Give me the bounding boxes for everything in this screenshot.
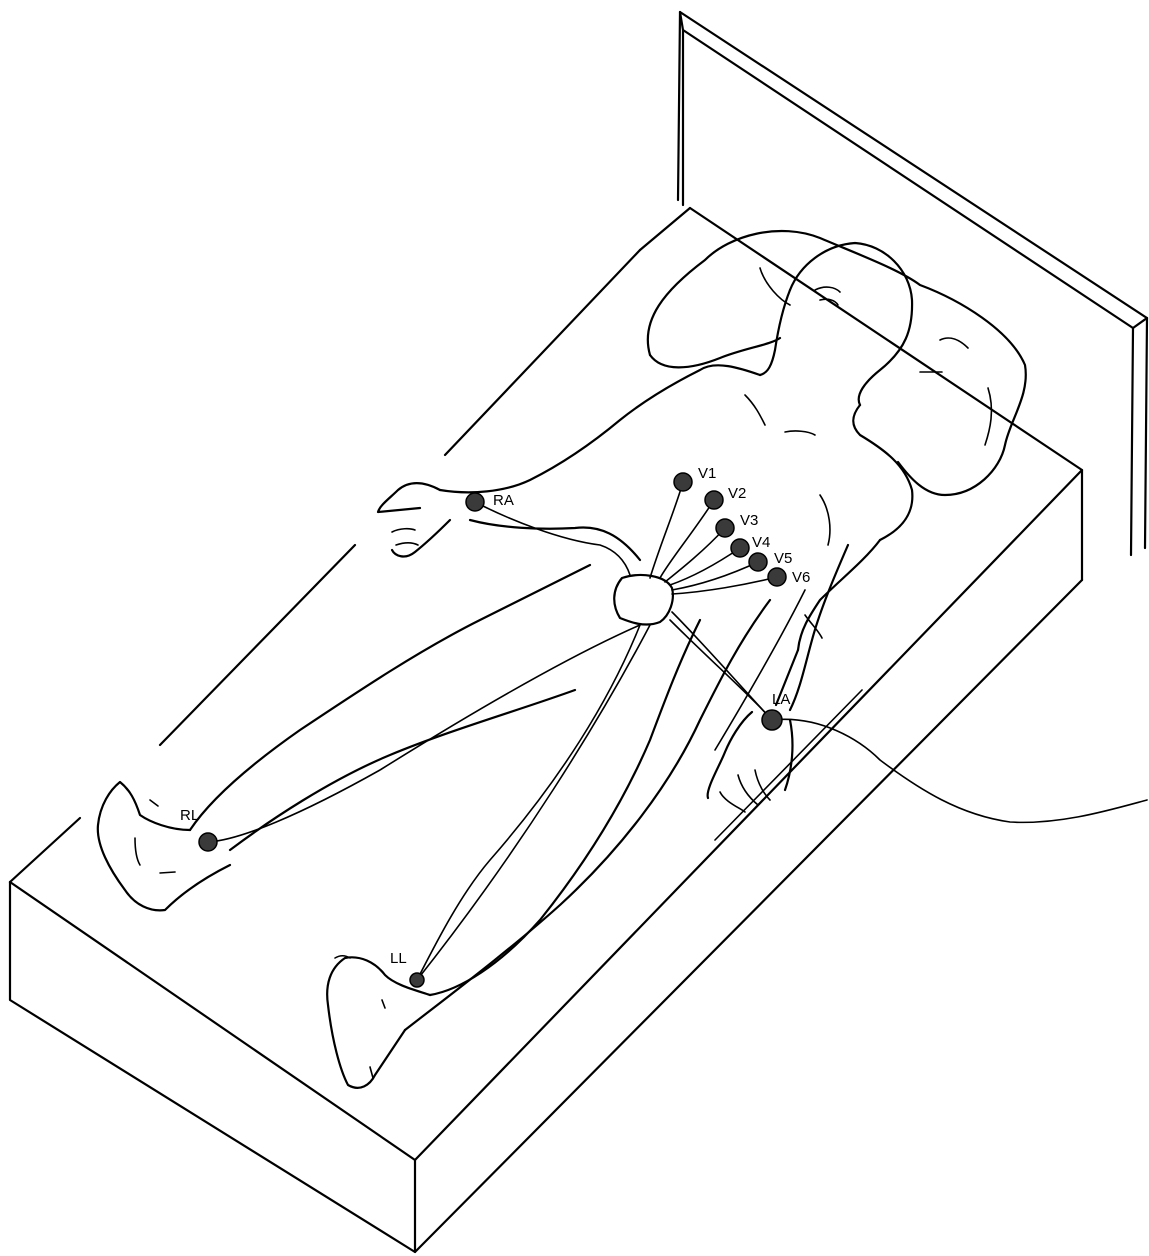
lead-junction-box <box>613 573 674 626</box>
electrode-v1 <box>673 472 693 492</box>
electrode-ra <box>465 492 485 512</box>
electrode-v5 <box>748 552 768 572</box>
label-v5: V5 <box>774 550 792 567</box>
patient-body <box>96 241 914 1089</box>
label-v4: V4 <box>752 534 770 551</box>
electrode-v2 <box>704 490 724 510</box>
label-ra: RA <box>493 492 514 509</box>
electrode-la <box>761 709 783 731</box>
label-v1: V1 <box>698 465 716 482</box>
mattress <box>8 206 1084 1254</box>
headboard <box>676 10 1149 557</box>
label-v2: V2 <box>728 485 746 502</box>
electrode-v6 <box>767 567 787 587</box>
electrode-ll <box>409 972 425 988</box>
electrode-labels: RA V1 V2 V3 V4 V5 V6 LA RL LL <box>180 465 810 967</box>
label-la: LA <box>772 691 790 708</box>
pillow <box>646 229 1027 497</box>
label-ll: LL <box>390 950 407 967</box>
electrode-v3 <box>715 518 735 538</box>
label-rl: RL <box>180 807 199 824</box>
label-v6: V6 <box>792 569 810 586</box>
lead-wires <box>207 481 1148 981</box>
electrode-v4 <box>730 538 750 558</box>
label-v3: V3 <box>740 512 758 529</box>
electrode-rl <box>198 832 218 852</box>
electrodes <box>198 472 787 988</box>
